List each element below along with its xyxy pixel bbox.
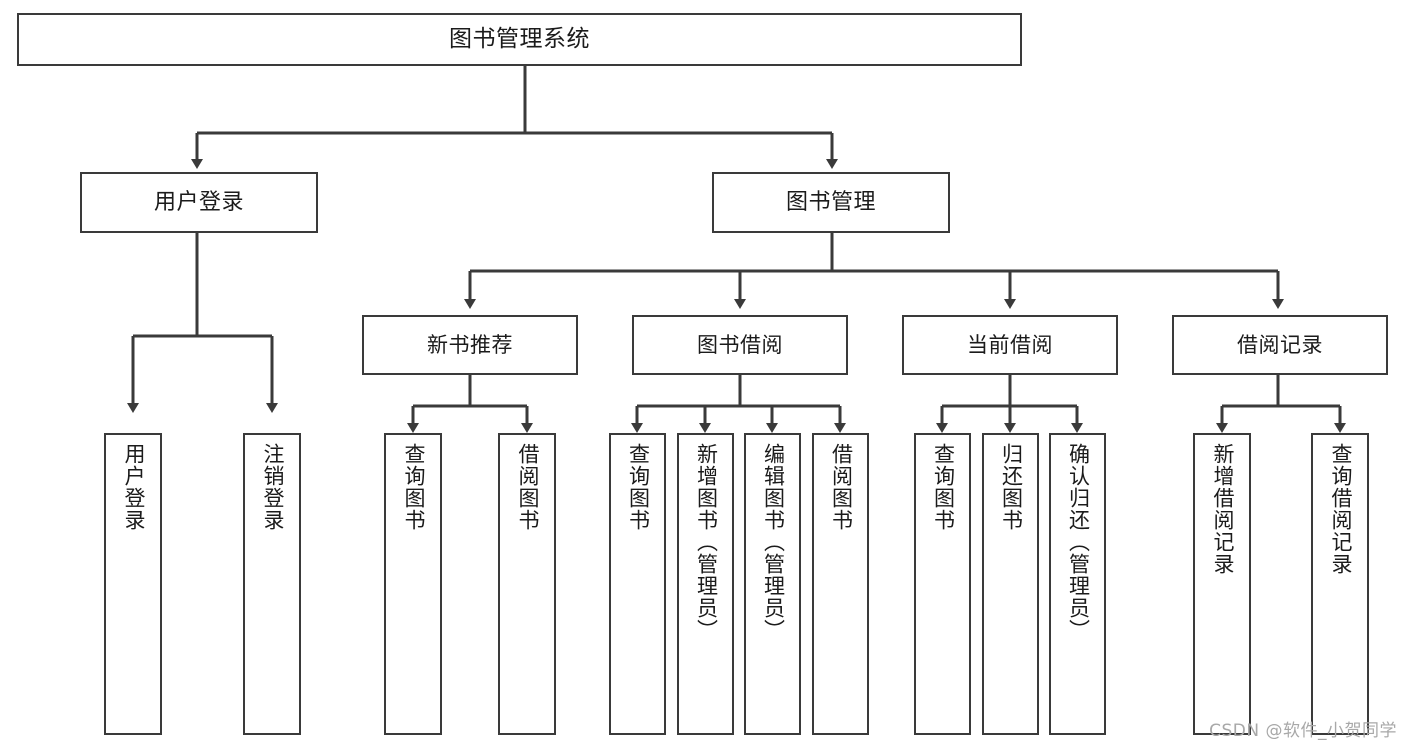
watermark-text: CSDN @软件_小贺同学 (1209, 721, 1397, 741)
node-label: 用户登录 (153, 189, 244, 215)
node-label: 查询借阅记录 (1328, 443, 1353, 575)
node-label: 查询图书 (931, 443, 956, 531)
node-book-management[interactable]: 图书管理 (712, 172, 950, 233)
node-borrow-record[interactable]: 借阅记录 (1172, 315, 1388, 375)
node-label: 归还图书 (999, 443, 1024, 531)
node-user-login[interactable]: 用户登录 (80, 172, 318, 233)
node-root-book-management-system[interactable]: 图书管理系统 (17, 13, 1022, 66)
node-label: 图书管理系统 (449, 26, 590, 52)
leaf-confirm-return-admin[interactable]: 确认归还（管理员） (1049, 433, 1106, 735)
leaf-add-borrow-record[interactable]: 新增借阅记录 (1193, 433, 1251, 735)
node-label: 图书管理 (785, 189, 876, 215)
leaf-borrow-book[interactable]: 借阅图书 (812, 433, 869, 735)
node-label: 借阅图书 (515, 443, 540, 531)
leaf-edit-book-admin[interactable]: 编辑图书（管理员） (744, 433, 801, 735)
node-label: 编辑图书（管理员） (761, 443, 786, 641)
node-label: 图书借阅 (697, 332, 783, 357)
node-label: 确认归还（管理员） (1066, 443, 1091, 641)
leaf-user-login[interactable]: 用户登录 (104, 433, 162, 735)
node-label: 查询图书 (401, 443, 426, 531)
node-label: 用户登录 (121, 443, 146, 531)
node-book-borrow[interactable]: 图书借阅 (632, 315, 848, 375)
leaf-return-book[interactable]: 归还图书 (982, 433, 1039, 735)
leaf-query-borrow-record[interactable]: 查询借阅记录 (1311, 433, 1369, 735)
node-label: 新书推荐 (427, 332, 513, 357)
leaf-query-book-borrow[interactable]: 查询图书 (609, 433, 666, 735)
node-new-book-recommend[interactable]: 新书推荐 (362, 315, 578, 375)
node-label: 注销登录 (260, 443, 285, 531)
leaf-query-book-recommend[interactable]: 查询图书 (384, 433, 442, 735)
leaf-query-book-current[interactable]: 查询图书 (914, 433, 971, 735)
node-label: 查询图书 (626, 443, 651, 531)
node-label: 借阅图书 (829, 443, 854, 531)
leaf-add-book-admin[interactable]: 新增图书（管理员） (677, 433, 734, 735)
node-label: 当前借阅 (967, 332, 1053, 357)
node-label: 新增图书（管理员） (694, 443, 719, 641)
leaf-borrow-book-recommend[interactable]: 借阅图书 (498, 433, 556, 735)
leaf-logout-login[interactable]: 注销登录 (243, 433, 301, 735)
node-label: 新增借阅记录 (1210, 443, 1235, 575)
node-current-borrow[interactable]: 当前借阅 (902, 315, 1118, 375)
node-label: 借阅记录 (1237, 332, 1323, 357)
